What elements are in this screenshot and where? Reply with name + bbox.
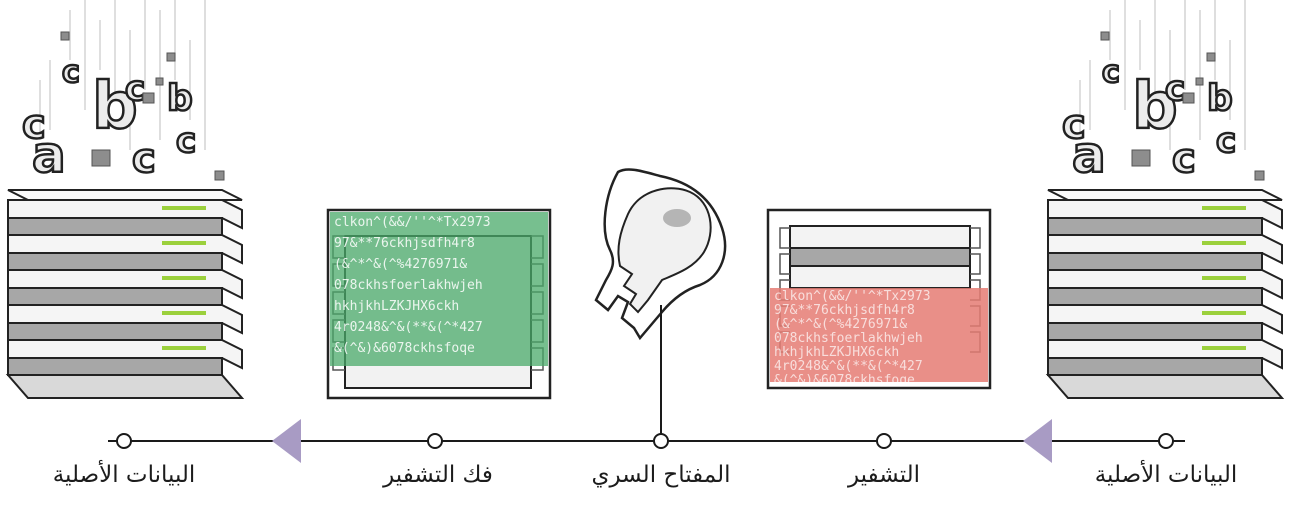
cipher-line: clkon^(&&/''^*Tx2973 — [334, 215, 491, 230]
cipher-line: &(^&)&6078ckhsfoqe — [334, 341, 475, 356]
decryption-box: clkon^(&&/''^*Tx2973 97&**76ckhjsdfh4r8 (&… — [326, 208, 552, 400]
cipher-line: 97&**76ckhjsdfh4r8 — [334, 236, 475, 251]
timeline-node-encryption — [876, 433, 892, 449]
cipher-line: 4r0248&^&(**&(^*427 — [774, 359, 923, 374]
timeline-node-original-left — [116, 433, 132, 449]
cipher-line: hkhjkhLZKJHX6ckh — [334, 299, 459, 314]
caption-original-data-left: البيانات الأصلية — [52, 462, 196, 488]
letter-c-glyph: c — [62, 55, 80, 90]
server-led — [162, 276, 206, 280]
server-led — [1202, 346, 1246, 350]
letter-b-glyph: b — [1132, 70, 1178, 144]
timeline-node-secret-key — [653, 433, 669, 449]
letter-c-glyph: c — [176, 121, 196, 161]
letter-a-glyph: a — [32, 126, 66, 184]
server-stack-right — [1045, 189, 1285, 399]
cipher-line: &(^&)&6078ckhsfoqe — [774, 373, 915, 388]
caption-encryption: التشفير — [847, 462, 921, 488]
encryption-box: clkon^(&&/''^*Tx297397&**76ckhjsdfh4r8(&… — [766, 208, 992, 390]
server-led — [1202, 206, 1246, 210]
cipher-line: (&^*^&(^%4276971& — [334, 257, 467, 272]
caption-original-data-right: البيانات الأصلية — [1094, 462, 1238, 488]
cipher-line: 078ckhsfoerlakhwjeh — [774, 331, 923, 346]
falling-letters-left: b a c c c c c b — [21, 0, 225, 185]
cipher-line: 078ckhsfoerlakhwjeh — [334, 278, 483, 293]
original-data-left-group: b a c c c c c b — [5, 0, 245, 399]
caption-secret-key: المفتاح السري — [591, 462, 731, 488]
letter-c-glyph: c — [1172, 136, 1196, 182]
server-led — [162, 206, 206, 210]
server-led — [1202, 276, 1246, 280]
flow-arrow-right — [1023, 419, 1052, 463]
letter-c-glyph: c — [132, 136, 156, 182]
letter-c-glyph: c — [125, 69, 145, 109]
letter-b-glyph: b — [167, 78, 193, 119]
cipher-line: 4r0248&^&(**&(^*427 — [334, 320, 483, 335]
original-data-right-group: b a c c c c c b — [1045, 0, 1285, 399]
letter-c-glyph: c — [1216, 121, 1236, 161]
server-led — [162, 346, 206, 350]
cipher-line: 97&**76ckhjsdfh4r8 — [774, 303, 915, 318]
letter-c-glyph: c — [1102, 55, 1120, 90]
timeline-node-decryption — [427, 433, 443, 449]
letter-c-glyph: c — [1165, 69, 1185, 109]
server-led — [1202, 311, 1246, 315]
secret-key-icon — [594, 168, 727, 436]
letter-b-glyph: b — [1207, 78, 1233, 119]
server-led — [1202, 241, 1246, 245]
cipher-text-red: clkon^(&&/''^*Tx297397&**76ckhjsdfh4r8(&… — [774, 289, 931, 388]
server-led — [162, 241, 206, 245]
letter-a-glyph: a — [1072, 126, 1106, 184]
server-stack-left — [5, 189, 245, 399]
letter-c-glyph: c — [1062, 102, 1086, 148]
cipher-line: hkhjkhLZKJHX6ckh — [774, 345, 899, 360]
flow-arrow-left — [272, 419, 301, 463]
timeline-node-original-right — [1158, 433, 1174, 449]
letter-b-glyph: b — [92, 70, 138, 144]
letter-c-glyph: c — [22, 102, 46, 148]
cipher-line: (&^*^&(^%4276971& — [774, 317, 907, 332]
cipher-text-green: clkon^(&&/''^*Tx2973 97&**76ckhjsdfh4r8 (&… — [334, 215, 491, 356]
falling-letters-right: b a c c c c c b — [1061, 0, 1265, 185]
timeline — [108, 419, 1185, 463]
caption-decryption: فك التشفير — [383, 462, 493, 488]
cipher-line: clkon^(&&/''^*Tx2973 — [774, 289, 931, 304]
server-led — [162, 311, 206, 315]
